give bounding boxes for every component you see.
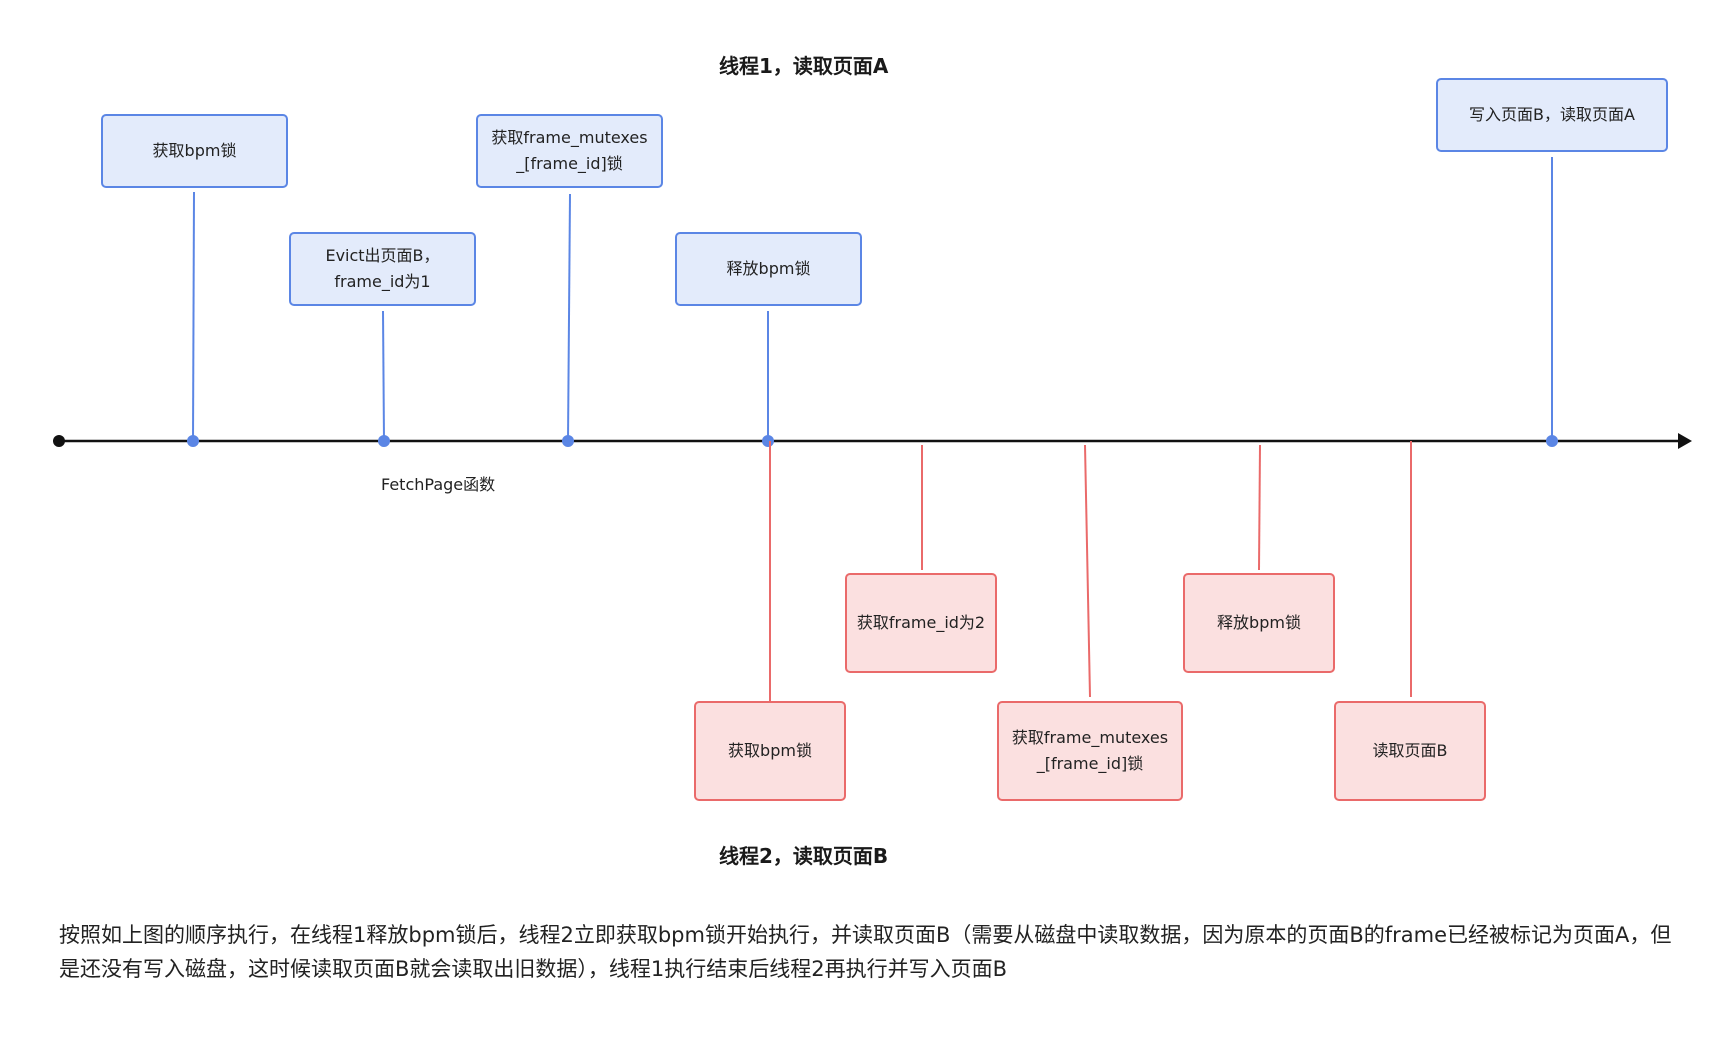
t2-box-read-page: 读取页面B [1334,701,1486,801]
axis-label-fetchpage: FetchPage函数 [381,475,496,494]
timeline-arrowhead-icon [1678,433,1692,449]
t1-box-acquire-bpm: 获取bpm锁 [101,114,288,188]
t2-connector-release-bpm [1258,444,1261,571]
thread2-connectors [769,441,1412,701]
t1-box-write-read: 写入页面B，读取页面A [1436,78,1668,152]
thread1-title: 线程1，读取页面A [719,54,889,78]
t2-box-acquire-bpm: 获取bpm锁 [694,701,846,801]
explanation-text: 按照如上图的顺序执行，在线程1释放bpm锁后，线程2立即获取bpm锁开始执行，并… [59,923,1672,981]
thread2-title: 线程2，读取页面B [719,844,889,868]
t1-marker-write-read [1546,435,1558,447]
t1-marker-acquire-bpm [187,435,199,447]
t1-connector-acquire-frame-mutex [567,193,571,442]
t1-box-release-bpm: 释放bpm锁 [675,232,862,306]
t1-box-acquire-frame-mutex: 获取frame_mutexes _[frame_id]锁 [476,114,663,188]
thread1-connectors [187,157,1558,447]
t2-box-get-frame: 获取frame_id为2 [845,573,997,673]
t1-connector-acquire-bpm [192,191,195,442]
t1-connector-evict [382,310,385,442]
t1-marker-acquire-frame-mutex [562,435,574,447]
timeline-start-dot [53,435,65,447]
t2-box-release-bpm: 释放bpm锁 [1183,573,1335,673]
t1-box-evict: Evict出页面B， frame_id为1 [289,232,476,306]
t2-box-acquire-frame-mutex: 获取frame_mutexes _[frame_id]锁 [997,701,1183,801]
t1-marker-release-bpm [762,435,774,447]
t2-connector-acquire-frame-mutex [1084,444,1091,698]
t1-marker-evict [378,435,390,447]
